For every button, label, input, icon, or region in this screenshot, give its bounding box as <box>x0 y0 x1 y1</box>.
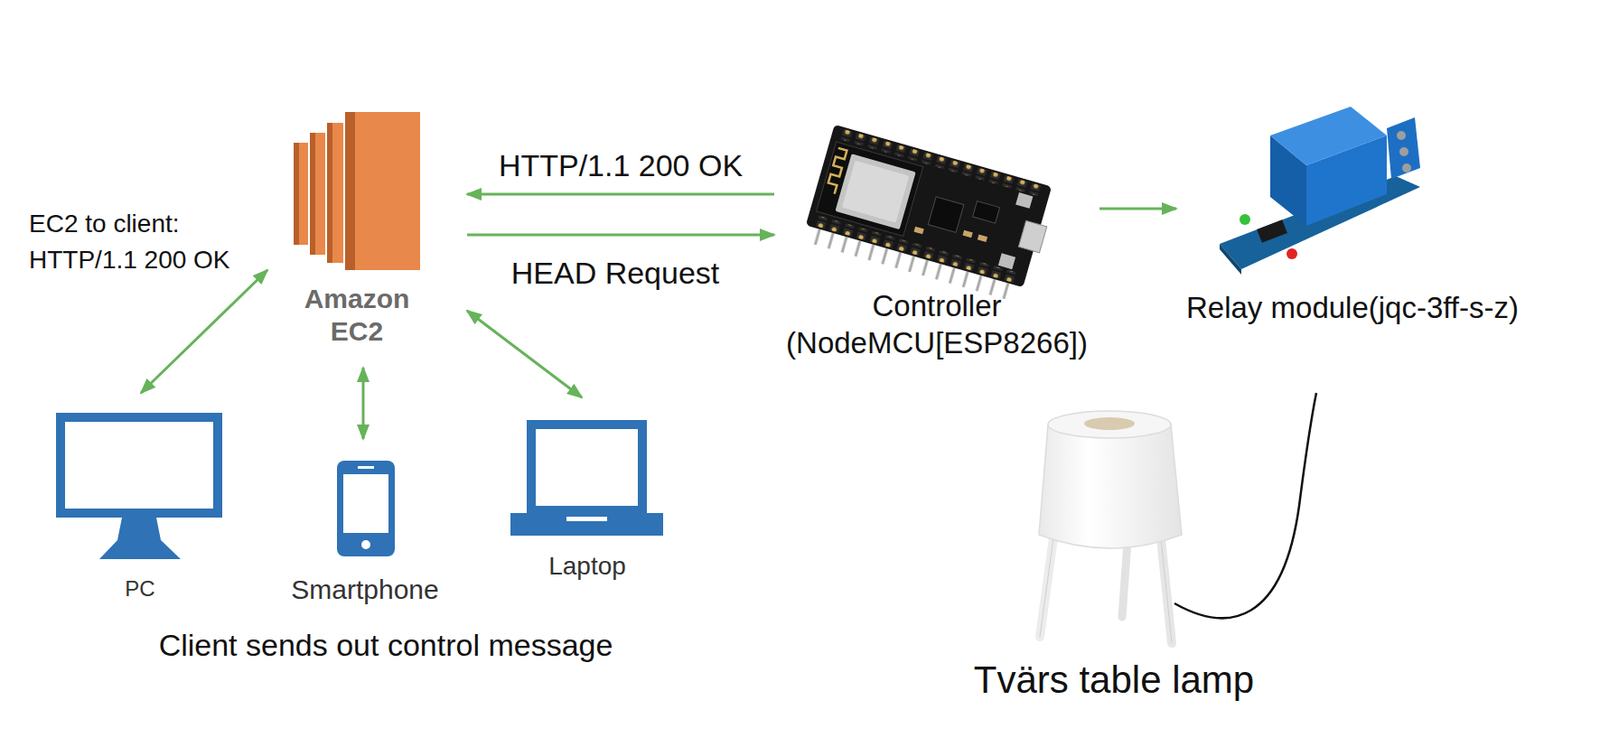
laptop-node: Laptop <box>505 397 669 584</box>
note-text-box: EC2 to client: HTTP/1.1 200 OK <box>28 205 246 279</box>
connector-arrow <box>467 233 775 237</box>
ec2-icon <box>293 112 421 271</box>
connector-arrow <box>140 270 268 393</box>
table-lamp-picture <box>1038 392 1317 644</box>
node-label: PC <box>49 575 231 603</box>
node-label: Smartphone <box>274 573 456 607</box>
node-label: Tvärs table lamp <box>942 657 1286 703</box>
cloud-server-node: Amazon EC2 <box>267 106 468 368</box>
node-label: Relay module(jqc-3ff-s-z) <box>1176 289 1529 327</box>
connector-arrow <box>467 193 775 197</box>
note-text: EC2 to client: HTTP/1.1 200 OK <box>28 205 246 279</box>
lamp-node: Tvärs table lamp <box>942 406 1286 705</box>
relay-node: Relay module(jqc-3ff-s-z) <box>1176 94 1529 330</box>
connector-arrow <box>467 310 582 398</box>
edge-label: HTTP/1.1 200 OK <box>495 147 747 184</box>
node-label: Amazon EC2 <box>287 282 427 348</box>
node-label: Laptop <box>505 551 669 582</box>
caption-text: Client sends out control message <box>69 626 702 665</box>
pc-node: PC <box>49 392 231 605</box>
connector-arrow <box>362 367 365 440</box>
relay-module-picture <box>1219 106 1421 275</box>
caption-text-box: Client sends out control message <box>69 626 702 665</box>
controller-node: Controller (NodeMCU[ESP8266]) <box>774 126 1100 365</box>
edge-label: HEAD Request <box>507 254 724 291</box>
nodemcu-board <box>801 124 1058 306</box>
smartphone-node: Smartphone <box>274 439 456 609</box>
connector-arrow <box>1099 207 1177 211</box>
smartphone-icon <box>336 460 395 557</box>
node-label: Controller (NodeMCU[ESP8266]) <box>774 287 1100 362</box>
laptop-icon <box>510 420 664 536</box>
pc-icon <box>56 412 223 560</box>
